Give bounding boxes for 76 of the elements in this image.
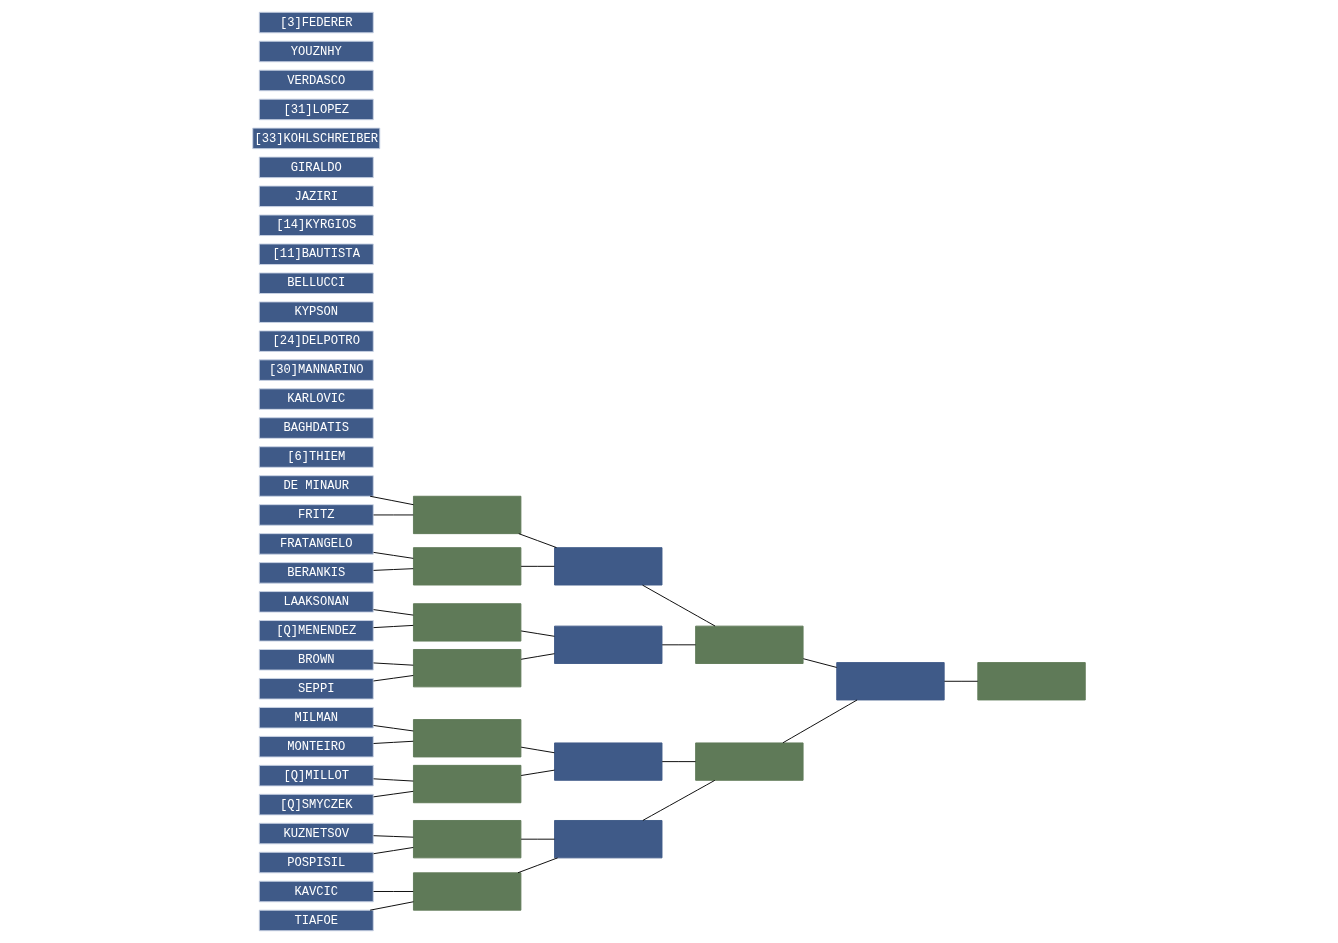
node-box: JAZIRI xyxy=(258,185,374,208)
node-box: [Q]SMYCZEK xyxy=(258,793,374,816)
connector xyxy=(373,609,414,616)
node-box: MILMAN xyxy=(258,706,374,729)
connector xyxy=(373,891,414,892)
node-box xyxy=(695,742,804,781)
node-box xyxy=(413,495,522,535)
node-box: DE MINAUR xyxy=(258,475,374,497)
connector xyxy=(373,624,414,629)
connector xyxy=(520,630,555,637)
node-box xyxy=(554,547,663,586)
node-box: BERANKIS xyxy=(258,562,374,584)
connector xyxy=(373,835,414,838)
node-box: [3]FEDERER xyxy=(258,11,374,34)
node-box xyxy=(413,764,522,804)
node-box xyxy=(413,603,522,642)
node-box: KARLOVIC xyxy=(258,388,374,410)
node-box: [Q]MILLOT xyxy=(258,764,374,787)
connector xyxy=(517,857,559,874)
node-box: VERDASCO xyxy=(258,69,374,92)
node-box: [Q]MENENDEZ xyxy=(258,620,374,642)
node-box: BELLUCCI xyxy=(258,272,374,294)
node-box xyxy=(413,649,522,688)
node-box: FRITZ xyxy=(258,504,374,526)
connector xyxy=(373,778,414,782)
node-box: KUZNETSOV xyxy=(258,822,374,845)
connector xyxy=(373,568,414,571)
node-box: KYPSON xyxy=(258,301,374,323)
connector xyxy=(661,761,696,763)
connector xyxy=(369,901,414,911)
connector xyxy=(642,584,716,627)
connector xyxy=(943,680,979,682)
connector xyxy=(373,551,414,559)
node-box: BROWN xyxy=(258,649,374,671)
node-box: GIRALDO xyxy=(258,156,374,179)
node-box: [14]KYRGIOS xyxy=(258,214,374,237)
node-box: [30]MANNARINO xyxy=(258,359,374,381)
connector xyxy=(373,662,414,666)
node-box xyxy=(695,625,804,664)
connector xyxy=(520,565,555,567)
connector xyxy=(642,779,716,821)
node-box xyxy=(977,662,1086,701)
connector xyxy=(520,746,555,754)
node-box xyxy=(413,820,522,859)
node-box xyxy=(554,820,663,859)
connector xyxy=(520,769,555,776)
node-box: MONTEIRO xyxy=(258,735,374,758)
node-box xyxy=(413,547,522,586)
connector xyxy=(373,675,414,682)
node-box: KAVCIC xyxy=(258,880,374,903)
node-box: [24]DELPOTRO xyxy=(258,330,374,352)
node-box: POSPISIL xyxy=(258,851,374,874)
node-box xyxy=(413,719,522,758)
node-box xyxy=(554,625,663,664)
connector xyxy=(373,790,414,798)
node-box: [6]THIEM xyxy=(258,446,374,468)
node-box xyxy=(836,662,945,701)
node-box: [33]KOHLSCHREIBER xyxy=(252,127,381,150)
connector xyxy=(373,725,414,732)
connector xyxy=(520,653,555,660)
node-box: LAAKSONAN xyxy=(258,591,374,613)
connector xyxy=(373,740,414,744)
node-box: TIAFOE xyxy=(258,909,374,932)
node-box: SEPPI xyxy=(258,678,374,700)
node-box: YOUZNHY xyxy=(258,40,374,63)
connector xyxy=(802,658,838,668)
node-box xyxy=(554,742,663,781)
node-box xyxy=(413,872,522,911)
connector xyxy=(782,699,858,744)
node-box: BAGHDATIS xyxy=(258,417,374,439)
connector xyxy=(373,847,414,855)
node-box: [31]LOPEZ xyxy=(258,98,374,121)
node-box: [11]BAUTISTA xyxy=(258,243,374,265)
connector xyxy=(518,533,557,549)
node-box: FRATANGELO xyxy=(258,533,374,555)
connector xyxy=(369,495,414,506)
